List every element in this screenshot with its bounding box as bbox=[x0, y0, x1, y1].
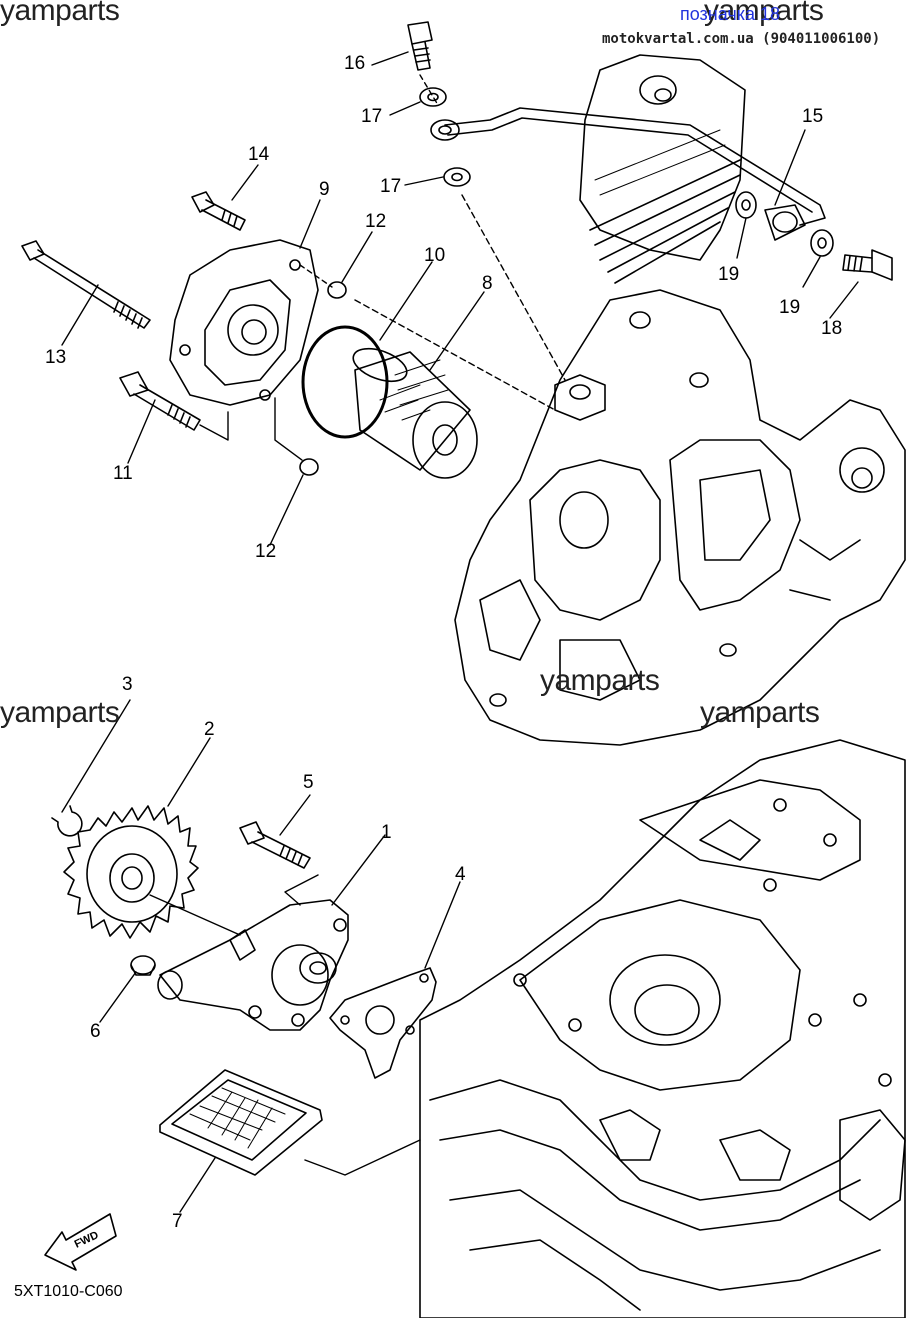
callout-9: 9 bbox=[319, 179, 330, 200]
callout-12-lower: 12 bbox=[255, 541, 277, 562]
callout-10: 10 bbox=[424, 245, 446, 266]
watermark-mid-left: yamparts bbox=[0, 696, 120, 729]
gasket-washer-19-left bbox=[735, 191, 757, 219]
circlip-3 bbox=[51, 805, 83, 837]
fwd-arrow bbox=[44, 1213, 117, 1271]
o-ring-12-lower bbox=[299, 458, 319, 476]
callout-16: 16 bbox=[344, 53, 366, 74]
callout-17-lower: 17 bbox=[380, 176, 402, 197]
callout-14: 14 bbox=[248, 144, 270, 165]
callout-19-right: 19 bbox=[779, 297, 801, 318]
gasket-washer-17-lower bbox=[443, 167, 471, 187]
bolt-5 bbox=[239, 821, 311, 869]
callout-18: 18 bbox=[821, 318, 843, 339]
callout-4: 4 bbox=[455, 864, 466, 885]
callout-17-upper: 17 bbox=[361, 106, 383, 127]
site-credit: motokvartal.com.ua (904011006100) bbox=[602, 31, 881, 47]
callout-3: 3 bbox=[122, 674, 133, 695]
oil-delivery-pipe bbox=[430, 107, 826, 241]
oil-strainer-7 bbox=[159, 1069, 323, 1176]
watermark-top-left: yamparts bbox=[0, 0, 120, 27]
oil-pump-drive-gear-2 bbox=[63, 805, 199, 939]
gasket-washer-17-upper bbox=[419, 87, 447, 107]
callout-15: 15 bbox=[802, 106, 824, 127]
lower-crankcase-drawing bbox=[419, 739, 906, 1318]
o-ring-10 bbox=[301, 325, 389, 439]
watermark-mid-right: yamparts bbox=[700, 696, 820, 729]
callout-7: 7 bbox=[172, 1211, 183, 1232]
callout-8: 8 bbox=[482, 273, 493, 294]
oil-filter-cover-9 bbox=[169, 239, 319, 406]
bolt-14 bbox=[191, 191, 246, 231]
gasket-washer-19-right bbox=[810, 229, 834, 257]
watermark-top-right: yamparts bbox=[704, 0, 824, 27]
upper-crankcase-drawing bbox=[454, 54, 906, 746]
diagram-code: 5XT1010-C060 bbox=[14, 1283, 123, 1300]
union-bolt-18 bbox=[842, 249, 893, 281]
callout-11: 11 bbox=[113, 463, 133, 484]
oil-filter-element-8 bbox=[352, 347, 478, 479]
leader-lines bbox=[61, 51, 859, 1213]
callout-6: 6 bbox=[90, 1021, 101, 1042]
bolt-13 bbox=[21, 240, 151, 329]
collar-6 bbox=[130, 955, 156, 976]
callout-1: 1 bbox=[381, 822, 392, 843]
o-ring-12-upper bbox=[327, 281, 347, 299]
bolt-11 bbox=[119, 371, 201, 431]
callout-13: 13 bbox=[45, 347, 67, 368]
part-mark-link[interactable]: позначка 18 bbox=[680, 4, 781, 24]
callout-2: 2 bbox=[204, 719, 215, 740]
oil-pump-assembly-1 bbox=[157, 899, 349, 1031]
callout-19-left: 19 bbox=[718, 264, 740, 285]
watermark-mid-center: yamparts bbox=[540, 664, 660, 697]
union-bolt-16 bbox=[407, 21, 433, 71]
callout-12-upper: 12 bbox=[365, 211, 387, 232]
callout-5: 5 bbox=[303, 772, 314, 793]
gasket-4 bbox=[329, 967, 437, 1079]
